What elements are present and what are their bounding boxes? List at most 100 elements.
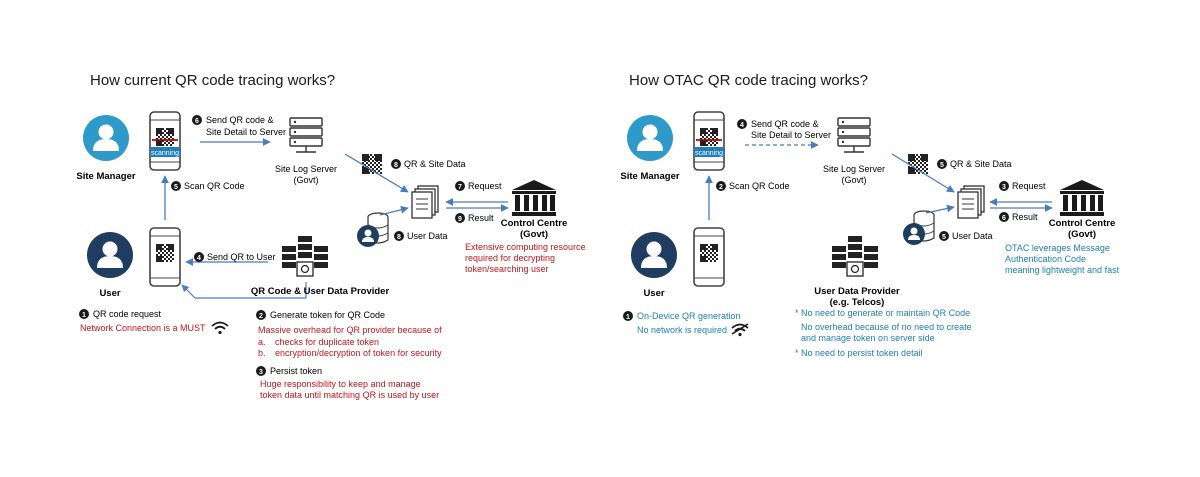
left-step9-badge [455,213,465,223]
left-scanning-label: scanning [151,150,179,157]
left-arrow-server-docs [344,153,409,193]
left-step6-label-2: Site Detail to Server [206,127,286,137]
left-provider-label: QR Code & User Data Provider [251,286,390,297]
left-user-icon [87,232,133,278]
right-scanning-label: scanning [695,150,723,157]
left-wifi-icon [211,321,229,336]
svg-text:2: 2 [259,313,263,320]
svg-text:3: 3 [1002,184,1006,191]
left-step2-note-a: checks for duplicate token [275,337,379,347]
right-step5b-label: User Data [952,231,993,241]
left-step2-note-a-label: a. [258,337,266,347]
svg-text:5: 5 [940,162,944,169]
right-server-label-1: Site Log Server [823,164,885,174]
svg-text:3: 3 [259,369,263,376]
left-cc-note-1: Extensive computing resource [465,242,586,252]
left-cc-note-3: token/searching user [465,264,549,274]
left-user-phone-icon [149,227,181,287]
right-step6-badge [999,212,1009,222]
svg-text:4: 4 [740,122,744,129]
svg-text:2: 2 [719,184,723,191]
right-step5b-badge [939,231,949,241]
left-user-label: User [99,288,120,299]
left-step8b-label: User Data [407,231,448,241]
left-arrow-db-docs [379,205,409,216]
left-step7-label: Request [468,181,502,191]
right-step6-label: Result [1012,212,1038,222]
right-documents-icon [957,185,985,219]
right-step3-badge [999,181,1009,191]
left-user-database-icon [356,212,389,248]
left-server-label-1: Site Log Server [275,164,337,174]
right-arrow-db-docs [925,204,955,214]
left-step3-note-1: Huge responsibility to keep and manage [260,379,421,389]
right-step4-label-2: Site Detail to Server [751,130,831,140]
left-step2-badge [256,310,266,320]
right-provider-note-3: * No need to persist token detail [795,348,923,358]
right-scanning-bar [694,147,724,157]
right-site-manager-icon [627,115,673,161]
left-step9-label: Result [468,213,494,223]
left-site-manager-label: Site Manager [76,171,135,182]
site-manager-icon [83,115,129,161]
left-step8a-label: QR & Site Data [404,159,466,169]
right-step4-badge [737,119,747,129]
right-cc-note-2: Authentication Code [1005,254,1086,264]
left-step3-note-2: token data until matching QR is used by … [260,390,439,400]
left-step2-label: Generate token for QR Code [270,310,385,320]
left-site-log-server-icon [289,117,323,153]
right-user-icon [631,232,677,278]
left-cc-label-1: Control Centre [501,218,568,229]
left-step3-badge [256,366,266,376]
svg-text:5: 5 [174,184,178,191]
left-step8b-badge [394,231,404,241]
right-panel: How OTAC QR code tracing works? Site Man… [620,72,1119,358]
right-user-database-icon [902,210,935,246]
left-step3-label: Persist token [270,366,322,376]
right-scanning-phone-icon [693,111,725,171]
svg-text:9: 9 [458,216,462,223]
right-step2-label: Scan QR Code [729,181,790,191]
left-step7-badge [455,181,465,191]
left-server-label-2: (Govt) [293,175,318,185]
right-title: How OTAC QR code tracing works? [629,72,868,89]
left-step6-badge [192,115,202,125]
right-cc-label-1: Control Centre [1049,218,1116,229]
right-site-manager-label: Site Manager [620,171,679,182]
right-cc-note-3: meaning lightweight and fast [1005,265,1120,275]
left-step1-label: QR code request [93,309,162,319]
svg-text:4: 4 [197,255,201,262]
svg-text:7: 7 [458,184,462,191]
right-control-centre-icon [1060,180,1104,216]
right-step1-label: On-Device QR generation [637,311,741,321]
right-step1-note: No network is required [637,325,727,335]
svg-text:5: 5 [942,234,946,241]
right-provider-label-2: (e.g. Telcos) [830,297,885,308]
scanning-phone-icon [149,111,181,171]
left-step5-label: Scan QR Code [184,181,245,191]
left-step2-note-b: encryption/decryption of token for secur… [275,348,442,358]
right-provider-note-1: * No need to generate or maintain QR Cod… [795,308,970,318]
left-cc-note-2: required for decrypting [465,253,555,263]
right-site-log-server-icon [837,117,871,153]
svg-text:8: 8 [397,234,401,241]
left-step2-note-b-label: b. [258,348,266,358]
right-provider-rack-icon [831,235,879,277]
left-panel: How current QR code tracing works? Site … [76,72,585,400]
svg-text:1: 1 [82,312,86,319]
svg-text:8: 8 [394,162,398,169]
right-provider-note-2a: No overhead because of no need to create [801,322,972,332]
left-step4-badge [194,252,204,262]
left-title: How current QR code tracing works? [90,72,335,89]
left-provider-rack-icon [281,235,329,277]
right-arrow-server-docs [891,153,955,193]
scanning-bar [150,147,180,157]
right-cc-note-1: OTAC leverages Message [1005,243,1110,253]
right-step2-badge [716,181,726,191]
svg-text:6: 6 [1002,215,1006,222]
right-step4-label-1: Send QR code & [751,119,819,129]
left-control-centre-icon [512,180,556,216]
svg-text:6: 6 [195,118,199,125]
right-step3-label: Request [1012,181,1046,191]
